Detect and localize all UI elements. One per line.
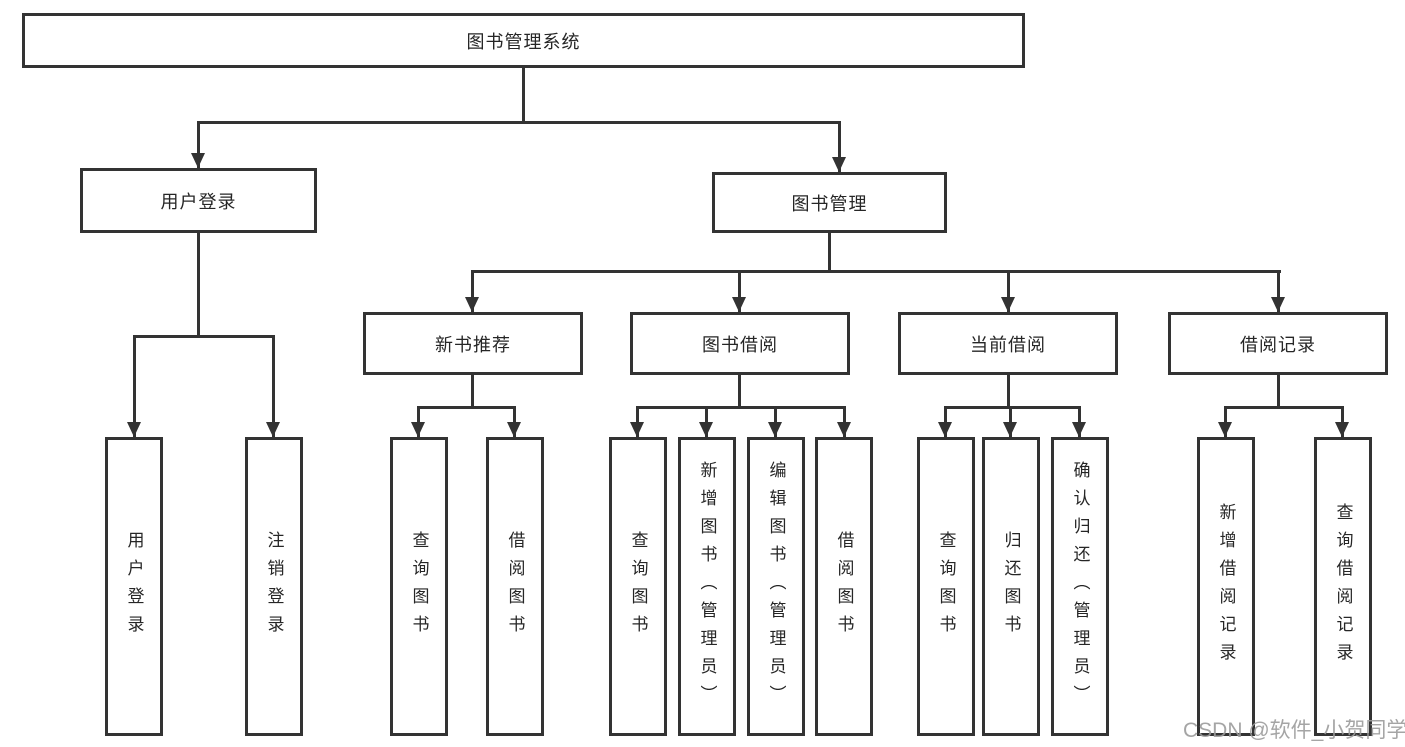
connector-drop-login	[133, 335, 136, 437]
connector-g4-stem	[1007, 375, 1010, 408]
node-query-books-recommend: 查询图书	[390, 437, 448, 736]
arrowhead-g5-2	[1335, 422, 1349, 437]
connector-drop-book-mgmt	[838, 121, 841, 172]
node-new-book-recommend: 新书推荐	[363, 312, 583, 375]
node-query-books-borrowing: 查询图书	[609, 437, 667, 736]
node-logout: 注销登录	[245, 437, 303, 736]
node-label: 确认归还（管理员）	[1070, 460, 1090, 713]
node-label: 归还图书	[1001, 530, 1021, 643]
node-return-books: 归还图书	[982, 437, 1040, 736]
arrowhead-logout	[266, 422, 280, 437]
node-add-book-admin: 新增图书（管理员）	[678, 437, 736, 736]
connector-root-stem	[522, 68, 525, 123]
connector-root-bar	[197, 121, 841, 124]
node-query-books-current: 查询图书	[917, 437, 975, 736]
node-book-management: 图书管理	[712, 172, 947, 233]
connector-drop-logout	[272, 335, 275, 437]
connector-g3-stem	[738, 375, 741, 408]
connector-g2-bar	[417, 406, 516, 409]
node-label: 新增借阅记录	[1216, 502, 1236, 671]
connector-book-mgmt-stem	[828, 233, 831, 272]
connector-g5-stem	[1277, 375, 1280, 408]
connector-g4-drop2	[1009, 406, 1012, 437]
connector-g4-bar	[944, 406, 1081, 409]
connector-drop-borrow-record	[1277, 270, 1280, 312]
arrowhead-g2-2	[507, 422, 521, 437]
node-label: 查询图书	[628, 530, 648, 643]
arrowhead-g4-3	[1072, 422, 1086, 437]
arrowhead-login	[127, 422, 141, 437]
connector-g2-stem	[471, 375, 474, 408]
connector-g3-drop1	[636, 406, 639, 437]
node-current-borrowing: 当前借阅	[898, 312, 1118, 375]
node-user-login-group: 用户登录	[80, 168, 317, 233]
connector-g5-drop2	[1341, 406, 1344, 437]
arrowhead-g4-2	[1003, 422, 1017, 437]
connector-drop-book-borrow	[738, 270, 741, 312]
node-label: 编辑图书（管理员）	[766, 460, 786, 713]
node-borrow-books-recommend: 借阅图书	[486, 437, 544, 736]
connector-g4-drop1	[944, 406, 947, 437]
node-label: 注销登录	[264, 530, 284, 643]
connector-g5-drop1	[1224, 406, 1227, 437]
connector-g2-drop2	[513, 406, 516, 437]
connector-g4-drop3	[1078, 406, 1081, 437]
node-user-login-leaf: 用户登录	[105, 437, 163, 736]
connector-level3-bar	[471, 270, 1281, 273]
arrowhead-g2-1	[411, 422, 425, 437]
connector-user-login-stem	[197, 233, 200, 335]
arrowhead-new-book	[465, 297, 479, 312]
connector-g3-drop4	[843, 406, 846, 437]
arrowhead-g5-1	[1218, 422, 1232, 437]
arrowhead-g3-1	[630, 422, 644, 437]
connector-g5-bar	[1224, 406, 1344, 409]
node-label: 查询借阅记录	[1333, 502, 1353, 671]
connector-g3-bar	[636, 406, 846, 409]
arrowhead-book-mgmt	[832, 157, 846, 172]
node-book-borrowing: 图书借阅	[630, 312, 850, 375]
node-label: 查询图书	[936, 530, 956, 643]
connector-user-login-bar	[133, 335, 275, 338]
node-borrow-books-borrowing: 借阅图书	[815, 437, 873, 736]
node-query-borrow-record: 查询借阅记录	[1314, 437, 1372, 736]
connector-drop-new-book	[471, 270, 474, 312]
connector-g3-drop3	[774, 406, 777, 437]
connector-drop-current-borrow	[1007, 270, 1010, 312]
arrowhead-current-borrow	[1001, 297, 1015, 312]
arrowhead-g4-1	[938, 422, 952, 437]
node-label: 用户登录	[124, 530, 144, 643]
arrowhead-book-borrow	[732, 297, 746, 312]
arrowhead-g3-4	[837, 422, 851, 437]
node-label: 借阅图书	[505, 530, 525, 643]
arrowhead-user-login	[191, 153, 205, 168]
csdn-watermark: CSDN @软件_小贺同学	[1183, 719, 1405, 742]
node-edit-book-admin: 编辑图书（管理员）	[747, 437, 805, 736]
node-add-borrow-record: 新增借阅记录	[1197, 437, 1255, 736]
node-library-system: 图书管理系统	[22, 13, 1025, 68]
connector-g2-drop1	[417, 406, 420, 437]
node-label: 借阅图书	[834, 530, 854, 643]
node-label: 新增图书（管理员）	[697, 460, 717, 713]
connector-g3-drop2	[705, 406, 708, 437]
arrowhead-borrow-record	[1271, 297, 1285, 312]
connector-drop-user-login	[197, 121, 200, 168]
node-label: 查询图书	[409, 530, 429, 643]
arrowhead-g3-2	[699, 422, 713, 437]
arrowhead-g3-3	[768, 422, 782, 437]
node-borrow-records: 借阅记录	[1168, 312, 1388, 375]
node-confirm-return-admin: 确认归还（管理员）	[1051, 437, 1109, 736]
